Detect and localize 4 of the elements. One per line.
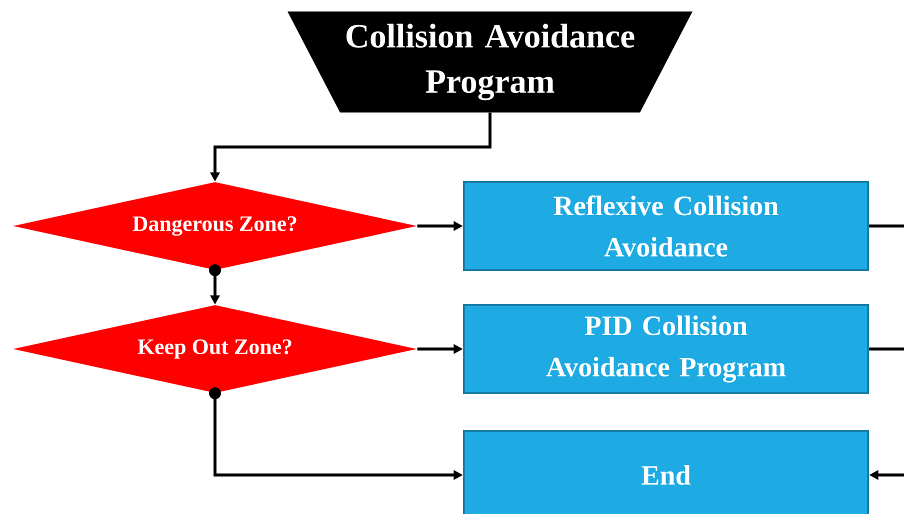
process-box: PID Collision Avoidance Program [463, 304, 869, 394]
process-box: Reflexive Collision Avoidance [463, 181, 869, 271]
process-box: End [463, 430, 869, 514]
terminal-trapezoid: Collision Avoidance Program [288, 12, 692, 112]
